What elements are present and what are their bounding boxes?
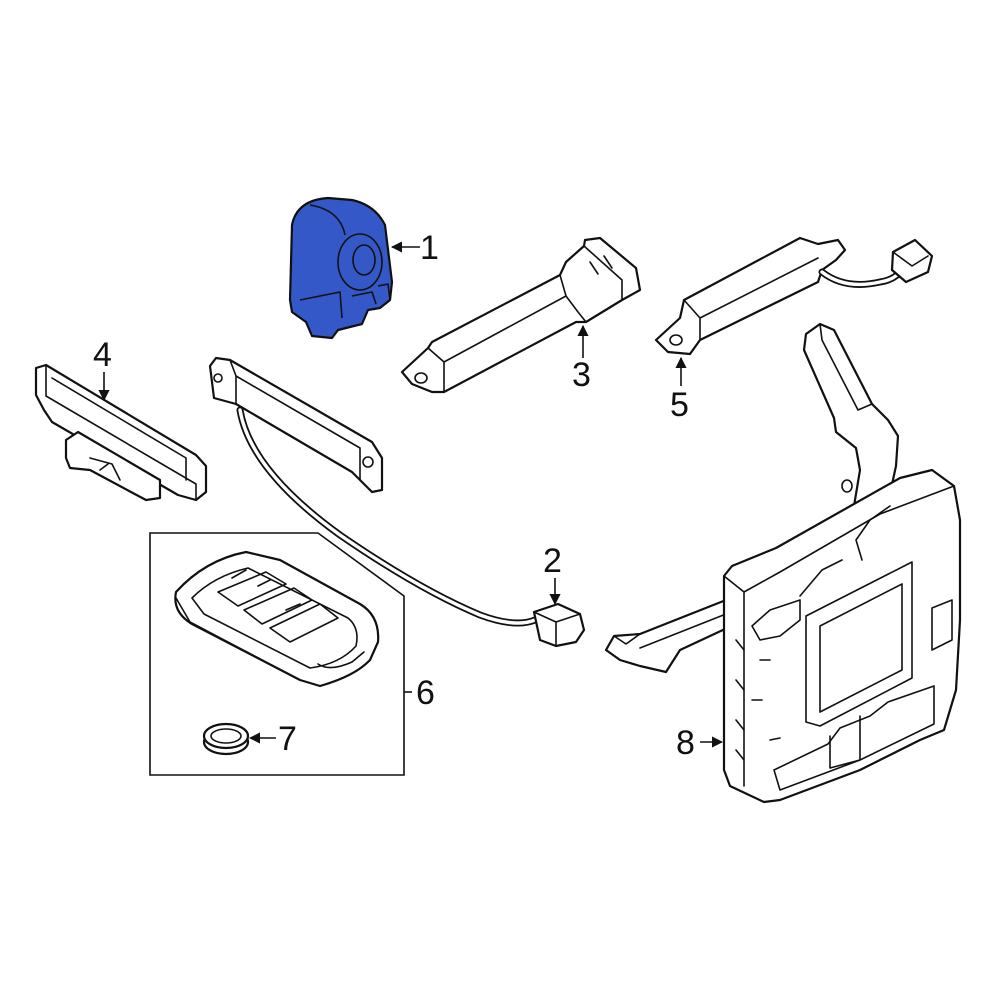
part-6-kit-box: 6 bbox=[149, 532, 435, 776]
part-5-antenna[interactable] bbox=[654, 236, 934, 356]
callout-2: 2 bbox=[543, 542, 562, 580]
callout-7: 7 bbox=[278, 720, 297, 758]
part-3-antenna[interactable] bbox=[400, 236, 642, 394]
part-5-connector bbox=[890, 238, 934, 284]
callout-6: 6 bbox=[416, 674, 435, 712]
part-2-connector bbox=[532, 602, 586, 648]
part-1-ring bbox=[337, 233, 383, 291]
battery-top bbox=[202, 722, 250, 750]
part-1-module[interactable] bbox=[288, 196, 394, 340]
part-2-antenna[interactable] bbox=[208, 356, 586, 648]
part-8-case bbox=[722, 468, 962, 804]
part-1-body bbox=[288, 196, 394, 340]
part-4-antenna[interactable] bbox=[34, 363, 208, 502]
part-1-hole bbox=[352, 244, 376, 276]
kit-box-outline bbox=[149, 532, 405, 776]
part-6-key-fob[interactable] bbox=[174, 550, 380, 688]
part-7-battery[interactable] bbox=[202, 722, 250, 756]
part-5-body bbox=[654, 236, 847, 356]
callout-1: 1 bbox=[420, 229, 439, 267]
callout-8: 8 bbox=[676, 724, 695, 762]
callout-4: 4 bbox=[93, 336, 112, 374]
part-2-body bbox=[208, 356, 384, 494]
callout-5: 5 bbox=[670, 386, 689, 424]
part-8-control-module[interactable] bbox=[604, 322, 962, 804]
key-fob-body bbox=[174, 550, 380, 688]
part-8-bracket-foot bbox=[604, 598, 742, 674]
callout-3: 3 bbox=[572, 356, 591, 394]
